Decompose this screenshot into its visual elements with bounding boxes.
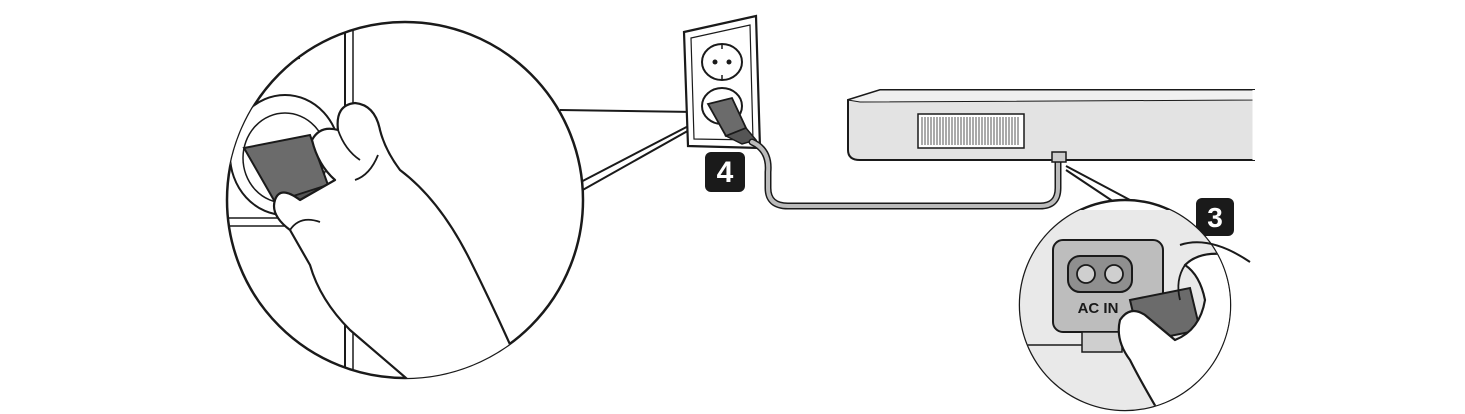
wall-plug-zoom-circle [225,20,701,380]
step-3-badge: 3 [1196,198,1234,236]
zoom-pointer-line-top [559,109,697,113]
wall-outlet [682,14,762,150]
ac-in-zoom-circle: AC IN [1018,165,1251,412]
step-3-number: 3 [1207,202,1223,233]
zoom-pointer-line-right-a [1065,165,1131,201]
power-cable [748,138,1062,210]
speaker-grille [917,113,1025,149]
zoom-pointer-line-mid [571,123,701,197]
step-4-badge: 4 [705,152,745,192]
zoom-pointer-line-bottom [574,119,701,186]
soundbar-icon [847,89,1256,163]
hand-icon [272,101,532,378]
step-4-number: 4 [717,156,734,189]
ac-in-label: AC IN [1078,300,1119,317]
